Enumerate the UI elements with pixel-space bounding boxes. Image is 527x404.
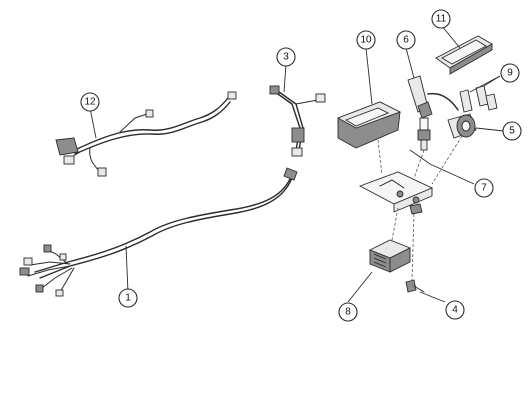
control-unit-box [336, 101, 402, 149]
small-connector [405, 279, 425, 293]
callout-12: 12 [80, 92, 100, 112]
callout-6-label: 6 [403, 35, 409, 46]
assembly-lines [377, 135, 463, 281]
branch-wiring-harness [269, 85, 326, 157]
callout-8: 8 [338, 302, 358, 322]
callout-7-label: 7 [481, 183, 487, 194]
spark-plug [417, 117, 431, 151]
leader-lines [89, 24, 505, 303]
mounting-screws [459, 85, 498, 113]
spark-plug-cap [407, 75, 459, 119]
callout-11-label: 11 [436, 14, 447, 25]
callout-10: 10 [356, 30, 376, 50]
callout-4: 4 [445, 300, 465, 320]
callout-5: 5 [502, 121, 522, 141]
callout-9-label: 9 [507, 68, 513, 79]
callout-3-label: 3 [283, 52, 289, 63]
callout-12-label: 12 [84, 97, 96, 108]
callout-8-label: 8 [345, 307, 351, 318]
callout-7: 7 [474, 178, 494, 198]
callout-4-label: 4 [452, 305, 458, 316]
main-wiring-harness [19, 167, 298, 297]
callout-3: 3 [276, 47, 296, 67]
secondary-wiring-harness [55, 91, 237, 177]
mounting-bracket [358, 171, 434, 215]
callout-11: 11 [431, 9, 451, 29]
callout-1-label: 1 [125, 293, 131, 304]
callout-1: 1 [118, 288, 138, 308]
coil-cover [435, 35, 493, 75]
callout-10-label: 10 [360, 35, 372, 46]
regulator-rectifier [368, 239, 412, 273]
harness-end-connectors [19, 244, 75, 297]
callout-6: 6 [396, 30, 416, 50]
callout-5-label: 5 [509, 126, 515, 137]
callout-9: 9 [500, 63, 520, 83]
ignition-coil [447, 113, 477, 139]
